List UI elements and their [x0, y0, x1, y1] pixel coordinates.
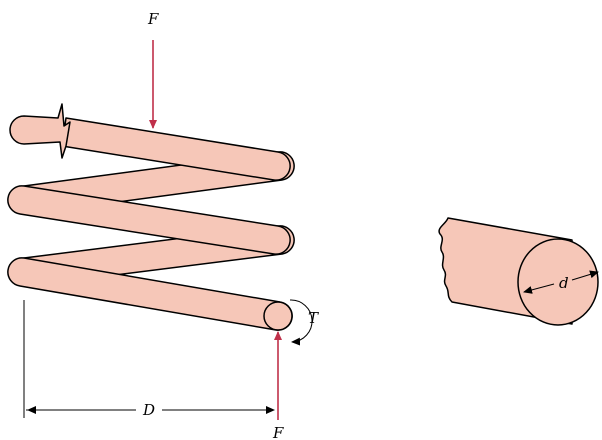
wire-cross-section-face: [517, 238, 599, 326]
wire-cross-section: d: [438, 217, 599, 326]
coil-end-cap: [263, 301, 293, 331]
coil-diameter-dimension: D: [23, 300, 275, 419]
coil-diameter-label: D: [142, 401, 155, 419]
wire-diameter-arrow-right: [571, 270, 599, 281]
wire-diameter-label: d: [559, 274, 569, 292]
coil-front-segment-2: [7, 185, 291, 255]
torque-arrow: [289, 299, 313, 346]
force-top-label: F: [147, 10, 159, 28]
force-top: F: [147, 10, 159, 129]
torque: T: [289, 299, 319, 346]
coil-broken-end: [9, 103, 71, 159]
torque-label: T: [308, 309, 319, 327]
force-bottom: F: [272, 331, 284, 440]
wire-diameter-arrow-left: [523, 283, 555, 294]
spring-coil: [7, 103, 295, 331]
force-bottom-label: F: [272, 424, 284, 440]
coil-front-segment-top: [61, 117, 291, 181]
